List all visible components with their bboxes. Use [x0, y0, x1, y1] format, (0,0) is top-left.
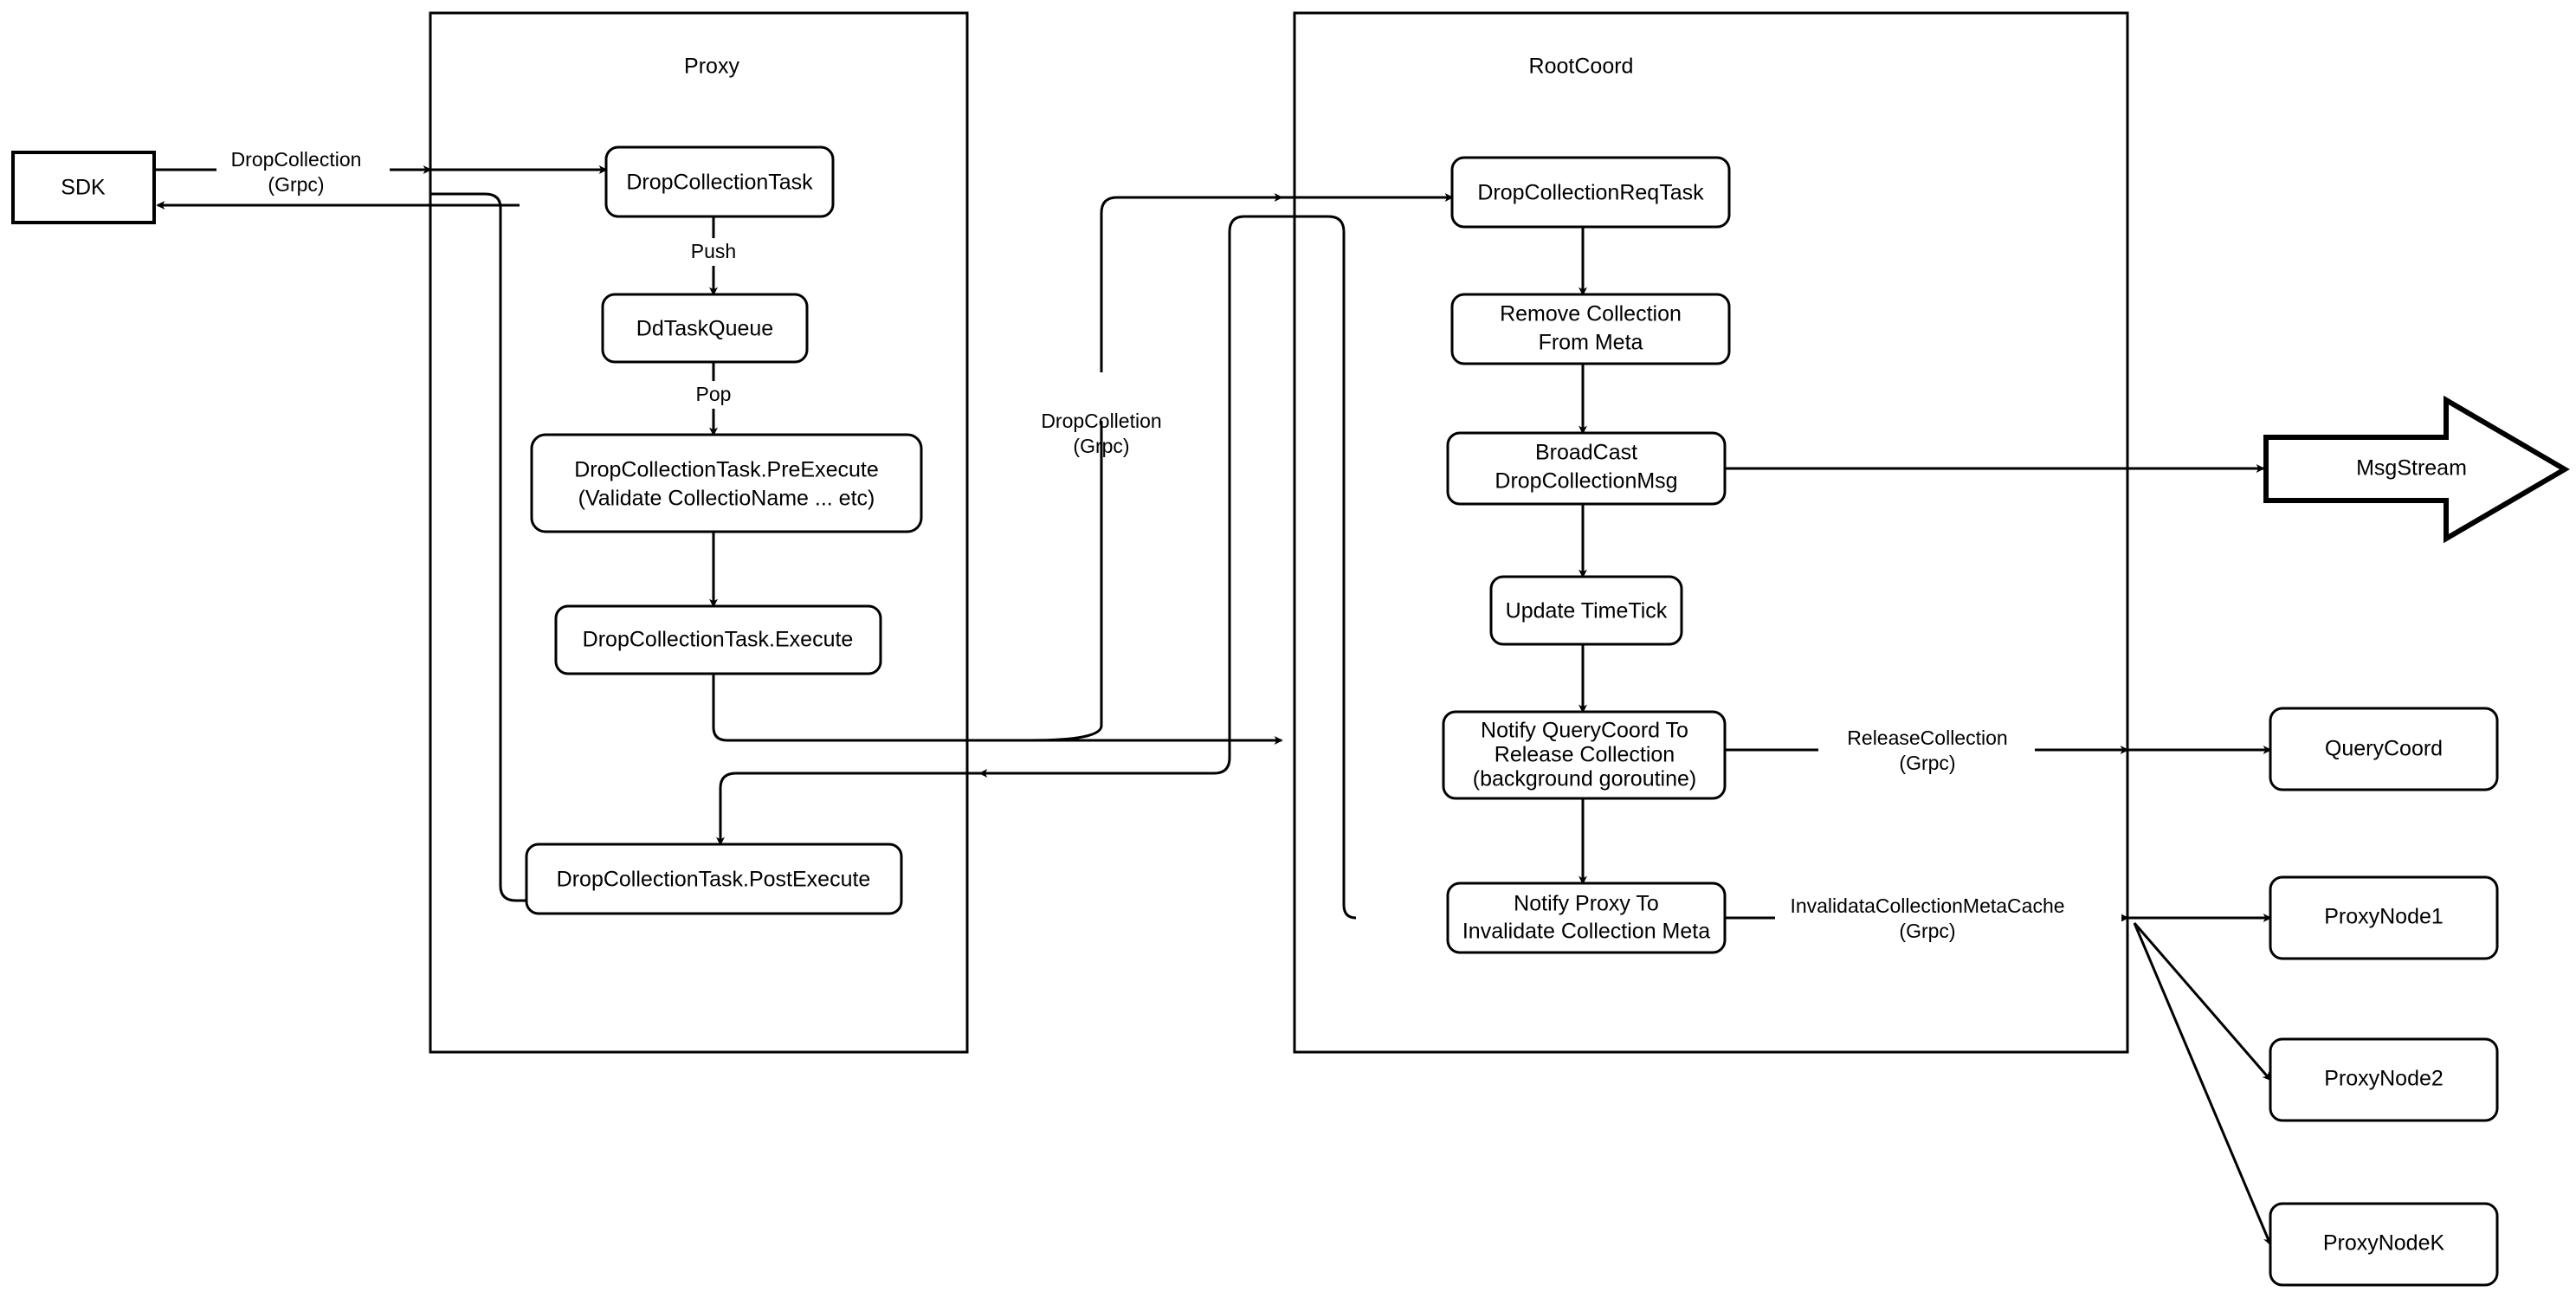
proxynode1-rect[interactable] — [2269, 875, 2499, 960]
edge-notifyquerycoord-to-querycoord: ReleaseCollection (Grpc) — [1723, 727, 2272, 774]
node-update-timetick[interactable]: Update TimeTick — [1489, 575, 1683, 646]
edge-label-pop: Pop — [696, 383, 732, 405]
node-notify-querycoord[interactable]: Notify QueryCoord To Release Collection … — [1442, 710, 1727, 800]
pre-execute-label-line2: (Validate CollectioName ... etc) — [578, 487, 875, 511]
broadcast-drop-collection-msg-line1: BroadCast — [1535, 441, 1637, 465]
execute-label: DropCollectionTask.Execute — [583, 628, 854, 652]
rootcoord-container-title: RootCoord — [1529, 55, 1634, 79]
edge-label-invalidatecache-line2: (Grpc) — [1899, 920, 1955, 942]
edge-label-invalidatecache-line1: InvalidataCollectionMetaCache — [1790, 894, 2064, 917]
edge-label-dropcollection-grpc-line1: DropCollection — [231, 148, 362, 171]
node-post-execute[interactable]: DropCollectionTask.PostExecute — [525, 843, 903, 915]
pre-execute-label-line1: DropCollectionTask.PreExecute — [574, 458, 879, 482]
edge-label-proxy-to-rootcoord: DropColletion (Grpc) — [1022, 372, 1186, 457]
proxynode2-rect[interactable] — [2269, 1037, 2499, 1122]
edge-task-to-queue: Push — [671, 216, 758, 296]
notify-proxy-line1: Notify Proxy To — [1514, 892, 1659, 916]
edge-label-dropcolletion-line2: (Grpc) — [1073, 435, 1129, 457]
edge-label-releasecollection-line2: (Grpc) — [1899, 752, 1955, 774]
node-drop-collection-task[interactable]: DropCollectionTask — [604, 145, 835, 218]
edge-notifyproxy-to-proxynodes: InvalidataCollectionMetaCache (Grpc) — [1723, 894, 2272, 1246]
edge-execute-to-rootcoord — [712, 193, 1454, 745]
edge-label-push: Push — [691, 240, 736, 262]
node-proxynodek[interactable]: ProxyNodeK — [2269, 1202, 2499, 1287]
update-timetick-rect[interactable] — [1489, 575, 1683, 646]
sdk-label: SDK — [61, 176, 106, 200]
remove-collection-from-meta-line1: Remove Collection — [1500, 302, 1682, 326]
notify-querycoord-line3: (background goroutine) — [1473, 767, 1697, 791]
pre-execute-rect[interactable] — [530, 433, 923, 533]
proxynodek-label: ProxyNodeK — [2323, 1231, 2445, 1256]
proxynode1-label: ProxyNode1 — [2324, 905, 2444, 929]
node-pre-execute[interactable]: DropCollectionTask.PreExecute (Validate … — [530, 433, 923, 533]
node-proxynode2[interactable]: ProxyNode2 — [2269, 1037, 2499, 1122]
notify-querycoord-rect[interactable] — [1442, 710, 1727, 800]
querycoord-rect[interactable] — [2269, 707, 2499, 791]
msgstream-label: MsgStream — [2356, 456, 2467, 481]
node-msgstream[interactable]: MsgStream — [2263, 395, 2570, 544]
notify-querycoord-line1: Notify QueryCoord To — [1481, 719, 1688, 743]
notify-proxy-line2: Invalidate Collection Meta — [1462, 920, 1710, 944]
notify-querycoord-line2: Release Collection — [1495, 743, 1675, 767]
drop-collection-req-task-label: DropCollectionReqTask — [1477, 181, 1704, 205]
remove-collection-from-meta-rect[interactable] — [1450, 293, 1731, 365]
broadcast-drop-collection-msg-rect[interactable] — [1446, 431, 1727, 506]
proxynode2-label: ProxyNode2 — [2324, 1067, 2444, 1091]
remove-collection-from-meta-line2: From Meta — [1539, 331, 1643, 355]
edge-rootcoord-to-proxy-return — [716, 215, 1357, 920]
proxy-container-title: Proxy — [684, 55, 739, 79]
edge-label-dropcolletion-line1: DropColletion — [1041, 410, 1161, 432]
drop-collection-req-task-rect[interactable] — [1450, 156, 1731, 229]
drop-collection-task-rect[interactable] — [604, 145, 835, 218]
edge-queue-to-preexecute: Pop — [675, 362, 753, 436]
update-timetick-label: Update TimeTick — [1506, 599, 1668, 623]
msgstream-arrow-shape[interactable] — [2263, 395, 2570, 544]
querycoord-label: QueryCoord — [2325, 737, 2443, 761]
dd-task-queue-rect[interactable] — [601, 293, 809, 364]
node-broadcast-drop-collection-msg[interactable]: BroadCast DropCollectionMsg — [1446, 431, 1727, 506]
node-execute[interactable]: DropCollectionTask.Execute — [554, 604, 882, 675]
post-execute-rect[interactable] — [525, 843, 903, 915]
dd-task-queue-label: DdTaskQueue — [636, 317, 773, 341]
broadcast-drop-collection-msg-line2: DropCollectionMsg — [1495, 469, 1677, 494]
drop-collection-task-label: DropCollectionTask — [626, 171, 813, 195]
node-notify-proxy[interactable]: Notify Proxy To Invalidate Collection Me… — [1446, 882, 1727, 954]
edge-label-dropcollection-grpc-line2: (Grpc) — [268, 173, 324, 196]
notify-proxy-rect[interactable] — [1446, 882, 1727, 954]
node-remove-collection-from-meta[interactable]: Remove Collection From Meta — [1450, 293, 1731, 365]
node-proxynode1[interactable]: ProxyNode1 — [2269, 875, 2499, 960]
node-querycoord[interactable]: QueryCoord — [2269, 707, 2499, 791]
edge-label-releasecollection-line1: ReleaseCollection — [1847, 727, 2007, 749]
post-execute-label: DropCollectionTask.PostExecute — [557, 868, 871, 892]
execute-rect[interactable] — [554, 604, 882, 675]
proxynodek-rect[interactable] — [2269, 1202, 2499, 1287]
node-dd-task-queue[interactable]: DdTaskQueue — [601, 293, 809, 364]
node-drop-collection-req-task[interactable]: DropCollectionReqTask — [1450, 156, 1731, 229]
node-sdk[interactable]: SDK — [11, 151, 156, 224]
sdk-rect[interactable] — [11, 151, 156, 224]
edge-label-sdk-to-proxy: DropCollection (Grpc) — [216, 148, 390, 196]
edge-postexecute-to-sdk — [430, 192, 526, 902]
